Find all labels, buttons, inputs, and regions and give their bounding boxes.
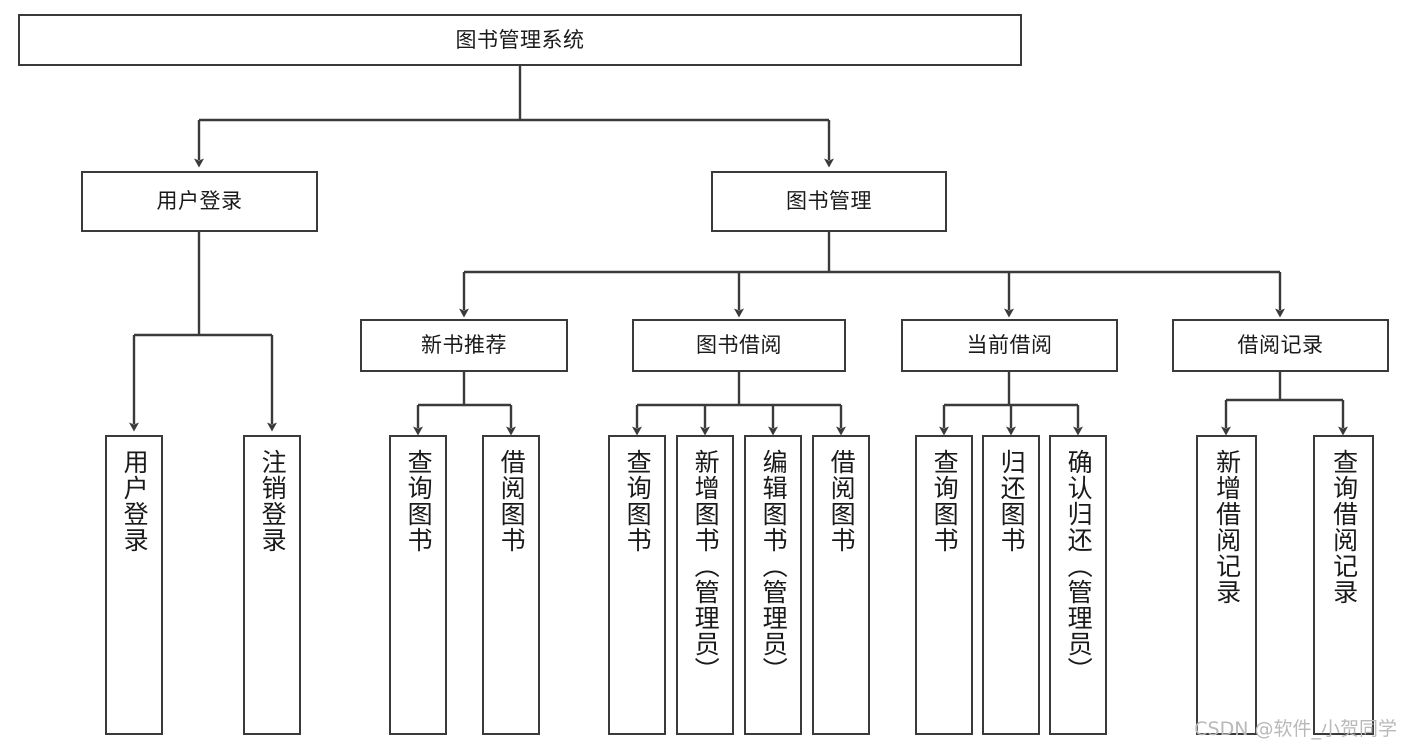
leaf-new-book-1-label: 借阅图书 — [497, 449, 527, 553]
leaf-new-book-0[interactable]: 查询图书 — [389, 435, 447, 735]
node-borrow-records-label: 借阅记录 — [1237, 333, 1324, 358]
leaf-borrow-records-1[interactable]: 查询借阅记录 — [1313, 435, 1374, 735]
node-borrow-records[interactable]: 借阅记录 — [1172, 319, 1389, 372]
leaf-book-borrow-2-label: 编辑图书（管理员） — [759, 449, 789, 683]
leaf-book-borrow-3-label: 借阅图书 — [827, 449, 857, 553]
node-user-login[interactable]: 用户登录 — [81, 171, 318, 232]
leaf-current-borrow-2-label: 确认归还（管理员） — [1064, 449, 1094, 683]
node-book-borrow-label: 图书借阅 — [696, 333, 782, 358]
leaf-book-borrow-2[interactable]: 编辑图书（管理员） — [744, 435, 802, 735]
node-book-management[interactable]: 图书管理 — [711, 171, 947, 232]
node-current-borrow-label: 当前借阅 — [966, 333, 1053, 358]
node-book-management-label: 图书管理 — [786, 189, 872, 214]
node-book-borrow[interactable]: 图书借阅 — [632, 319, 846, 372]
leaf-current-borrow-2[interactable]: 确认归还（管理员） — [1049, 435, 1107, 735]
leaf-new-book-0-label: 查询图书 — [404, 449, 434, 553]
leaf-current-borrow-1[interactable]: 归还图书 — [982, 435, 1040, 735]
node-new-book-recommend-label: 新书推荐 — [421, 333, 507, 358]
node-new-book-recommend[interactable]: 新书推荐 — [360, 319, 568, 372]
leaf-user-login-0[interactable]: 用户登录 — [105, 435, 163, 735]
leaf-borrow-records-0[interactable]: 新增借阅记录 — [1196, 435, 1257, 735]
leaf-current-borrow-1-label: 归还图书 — [997, 449, 1027, 553]
leaf-user-login-1-label: 注销登录 — [258, 449, 288, 553]
leaf-book-borrow-3[interactable]: 借阅图书 — [812, 435, 870, 735]
leaf-book-borrow-1-label: 新增图书（管理员） — [691, 449, 721, 683]
leaf-book-borrow-1[interactable]: 新增图书（管理员） — [676, 435, 734, 735]
leaf-new-book-1[interactable]: 借阅图书 — [482, 435, 540, 735]
node-root-label: 图书管理系统 — [455, 27, 585, 52]
leaf-borrow-records-0-label: 新增借阅记录 — [1212, 449, 1242, 605]
csdn-watermark: CSDN @软件_小贺同学 — [1194, 718, 1397, 740]
leaf-book-borrow-0-label: 查询图书 — [623, 449, 653, 553]
node-current-borrow[interactable]: 当前借阅 — [901, 319, 1118, 372]
leaf-user-login-0-label: 用户登录 — [120, 449, 150, 553]
leaf-borrow-records-1-label: 查询借阅记录 — [1329, 449, 1359, 605]
node-root[interactable]: 图书管理系统 — [18, 14, 1022, 66]
leaf-book-borrow-0[interactable]: 查询图书 — [608, 435, 666, 735]
leaf-current-borrow-0[interactable]: 查询图书 — [915, 435, 973, 735]
node-user-login-label: 用户登录 — [156, 189, 243, 214]
leaf-current-borrow-0-label: 查询图书 — [930, 449, 960, 553]
leaf-user-login-1[interactable]: 注销登录 — [243, 435, 301, 735]
